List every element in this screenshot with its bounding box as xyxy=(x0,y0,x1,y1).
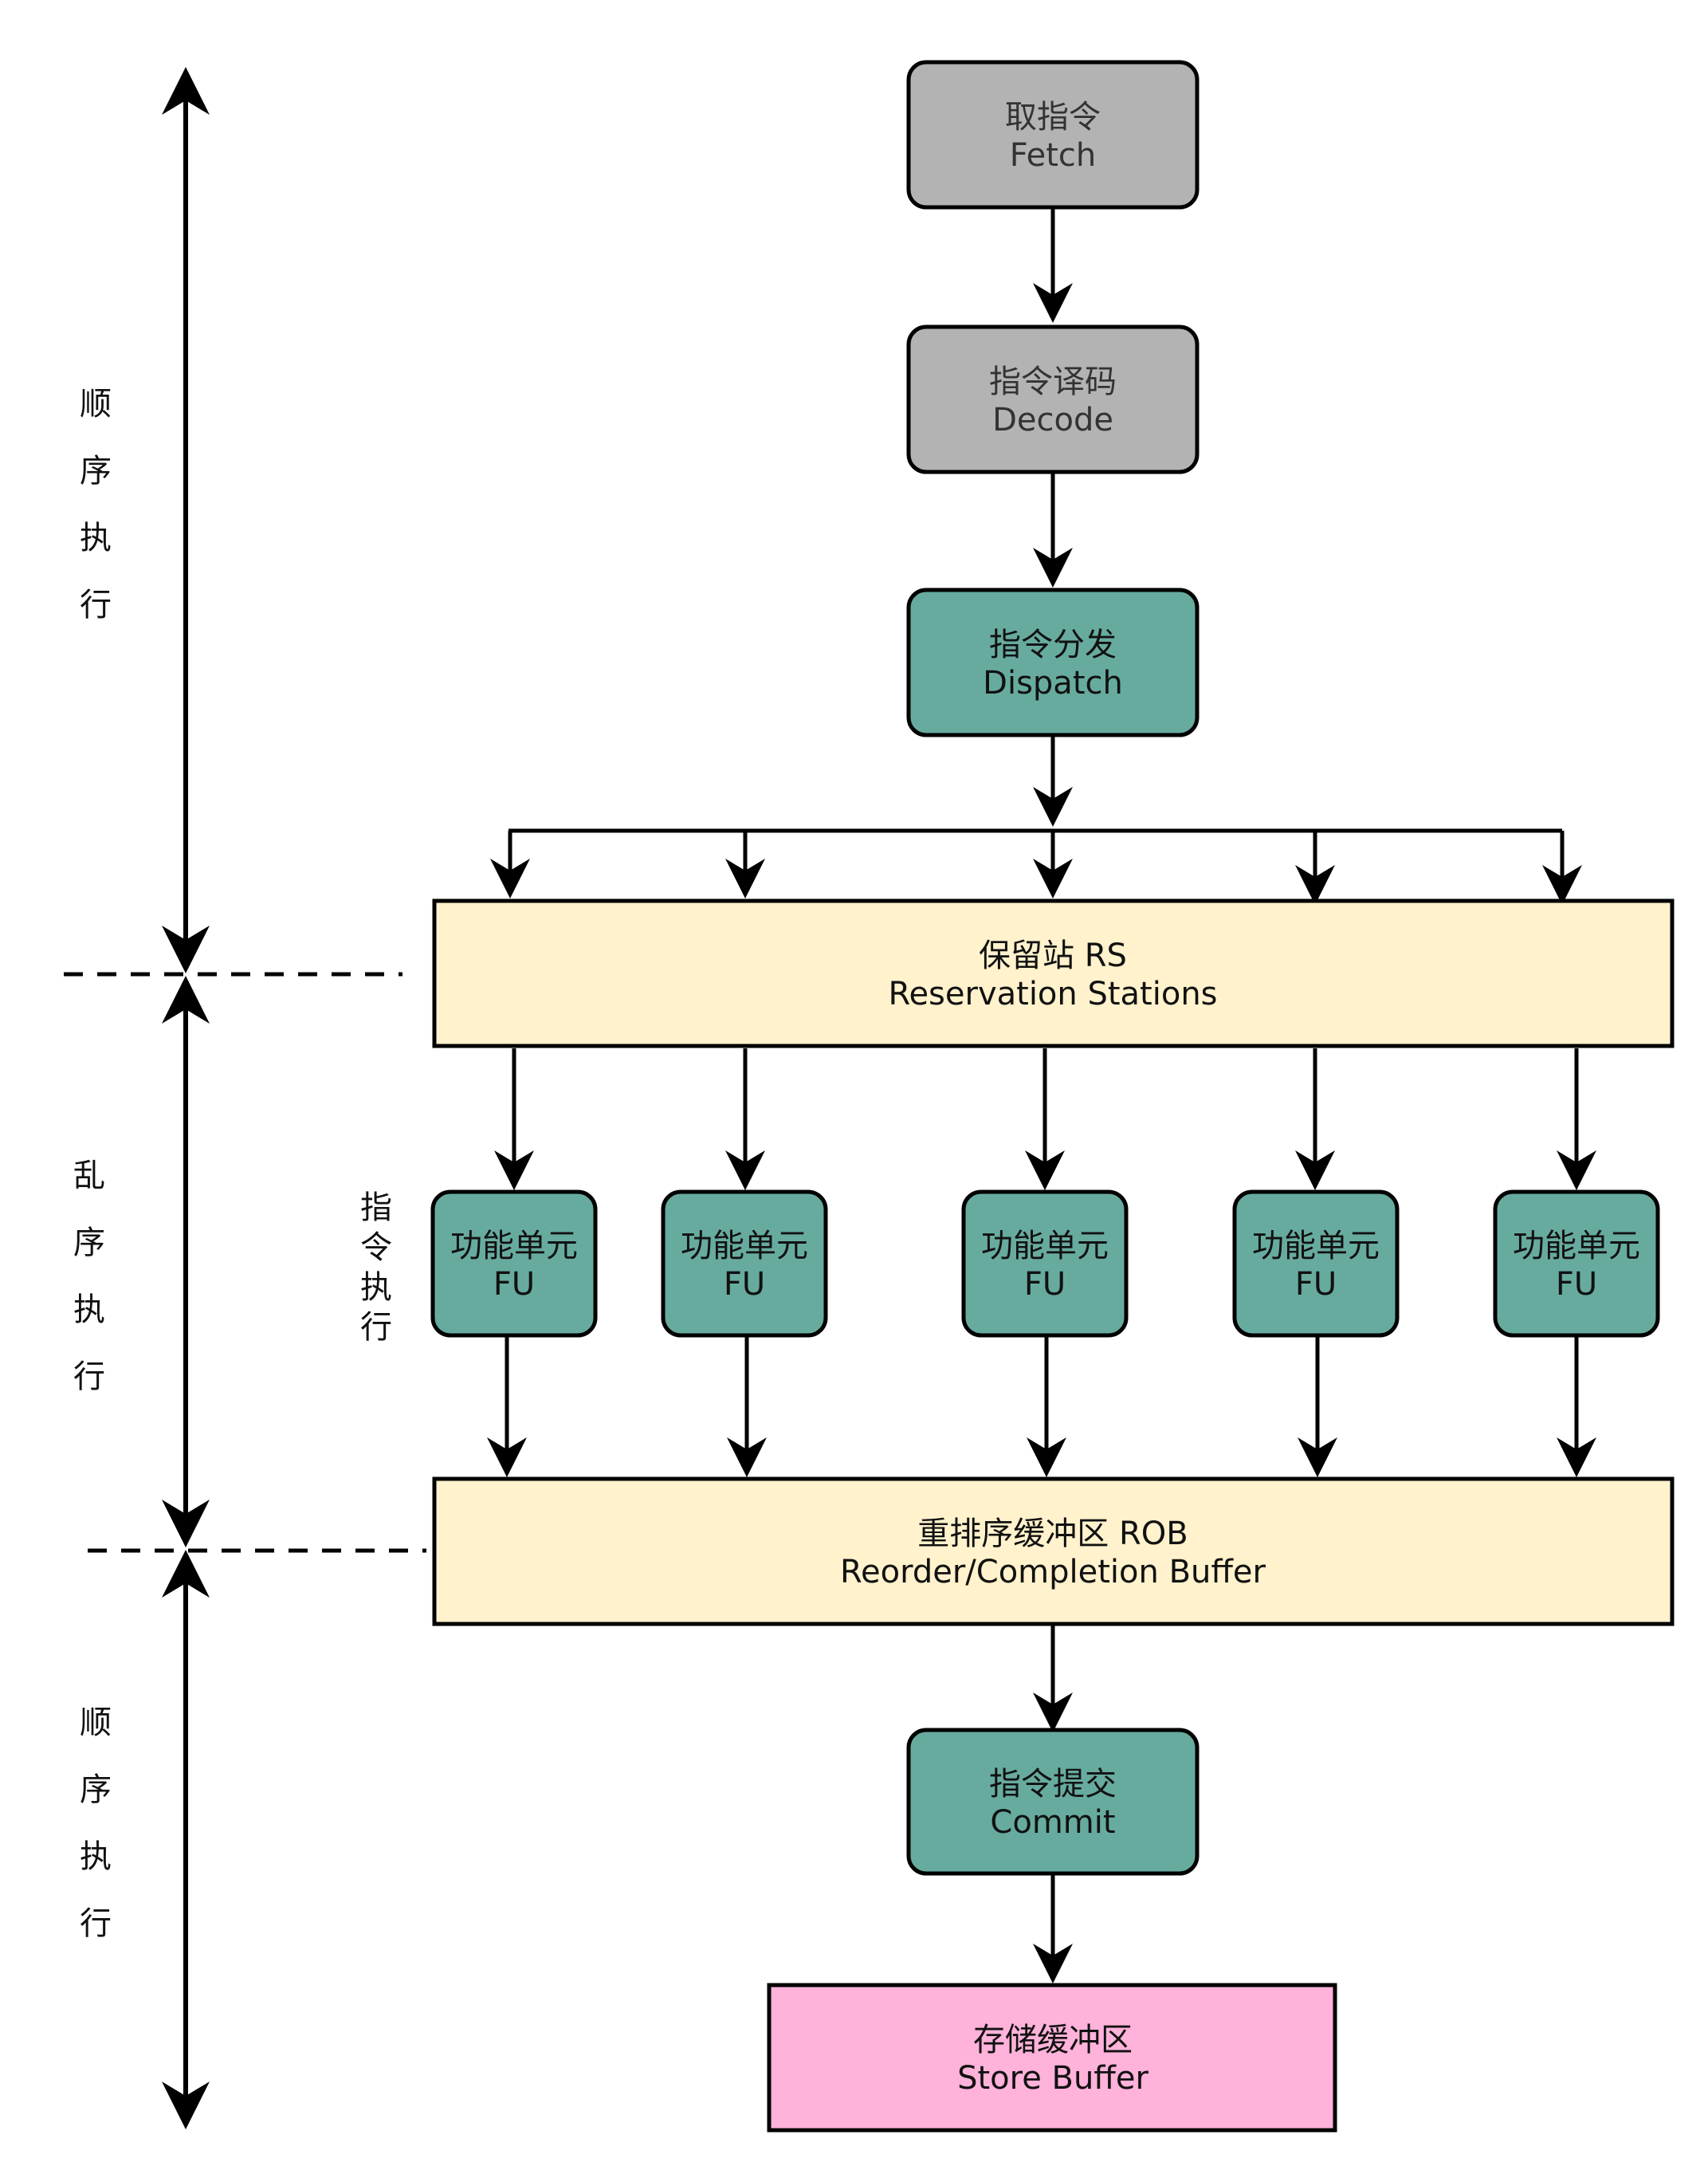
phase-label-bottom: 顺 序 执 行 xyxy=(80,1704,112,1942)
reorder-buffer: 重排序缓冲区 ROB Reorder/Completion Buffer xyxy=(432,1476,1675,1626)
rs-zh-label: 保留站 RS xyxy=(979,938,1127,974)
fu-exec-char: 执 xyxy=(360,1269,392,1306)
phase-bottom-char: 执 xyxy=(80,1838,112,1875)
phase-bottom-char: 行 xyxy=(80,1905,112,1942)
phase-label-middle: 乱 序 执 行 xyxy=(73,1158,105,1395)
fetch-box xyxy=(906,60,1200,210)
fu-box xyxy=(430,1189,598,1338)
commit-en-label: Commit xyxy=(990,1804,1115,1841)
phase-middle-char: 执 xyxy=(73,1292,105,1328)
commit-zh-label: 指令提交 xyxy=(989,1766,1117,1803)
rs-en-label: Reservation Stations xyxy=(888,976,1217,1012)
fu-box xyxy=(961,1189,1129,1338)
fu-exec-char: 行 xyxy=(360,1309,392,1346)
dispatch-zh-label: 指令分发 xyxy=(989,627,1117,663)
fetch-stage: 取指令 Fetch xyxy=(906,60,1200,210)
rob-box xyxy=(432,1476,1675,1626)
fu-box xyxy=(1232,1189,1400,1338)
phase-dividers xyxy=(64,972,426,1553)
decode-en-label: Decode xyxy=(992,402,1113,438)
fu-zh-label: 功能单元 xyxy=(681,1228,808,1264)
fu-zh-label: 功能单元 xyxy=(981,1228,1109,1264)
store-buffer-en-label: Store Buffer xyxy=(957,2060,1148,2097)
dispatch-en-label: Dispatch xyxy=(983,665,1123,702)
fu-5: 功能单元 FU xyxy=(1493,1189,1660,1338)
fu-zh-label: 功能单元 xyxy=(1513,1228,1640,1264)
phase-label-top: 顺 序 执 行 xyxy=(80,386,112,623)
fu-4: 功能单元 FU xyxy=(1232,1189,1400,1338)
fu-en-label: FU xyxy=(1024,1266,1066,1303)
dispatch-stage: 指令分发 Dispatch xyxy=(906,588,1200,737)
rob-zh-label: 重排序缓冲区 ROB xyxy=(917,1516,1188,1552)
phase-middle-char: 行 xyxy=(73,1358,105,1395)
store-buffer-box xyxy=(767,1983,1337,2133)
phase-bottom-char: 顺 xyxy=(80,1704,112,1741)
store-buffer-zh-label: 存储缓冲区 xyxy=(973,2022,1133,2058)
rs-box xyxy=(432,898,1675,1048)
phase-top-char: 序 xyxy=(80,453,112,489)
phase-top-char: 行 xyxy=(80,587,112,623)
fu-en-label: FU xyxy=(1556,1266,1597,1303)
decode-zh-label: 指令译码 xyxy=(989,364,1117,400)
fu-exec-char: 令 xyxy=(360,1229,392,1266)
fu-box xyxy=(1493,1189,1660,1338)
store-buffer: 存储缓冲区 Store Buffer xyxy=(767,1983,1337,2133)
fu-1: 功能单元 FU xyxy=(430,1189,598,1338)
phase-top-char: 顺 xyxy=(80,386,112,423)
fetch-en-label: Fetch xyxy=(1010,137,1096,174)
fu-zh-label: 功能单元 xyxy=(1252,1228,1380,1264)
rob-en-label: Reorder/Completion Buffer xyxy=(840,1554,1266,1590)
decode-box xyxy=(906,324,1200,474)
reservation-stations: 保留站 RS Reservation Stations xyxy=(432,898,1675,1048)
decode-stage: 指令译码 Decode xyxy=(906,324,1200,474)
fu-zh-label: 功能单元 xyxy=(450,1228,578,1264)
commit-stage: 指令提交 Commit xyxy=(906,1728,1200,1876)
fu-en-label: FU xyxy=(493,1266,535,1303)
connectors xyxy=(487,207,1596,1983)
phase-top-char: 执 xyxy=(80,520,112,556)
fu-en-label: FU xyxy=(724,1266,765,1303)
dispatch-box xyxy=(906,588,1200,737)
fu-en-label: FU xyxy=(1295,1266,1337,1303)
commit-box xyxy=(906,1728,1200,1876)
fu-2: 功能单元 FU xyxy=(661,1189,828,1338)
phase-middle-char: 序 xyxy=(73,1225,105,1261)
fu-3: 功能单元 FU xyxy=(961,1189,1129,1338)
fu-exec-char: 指 xyxy=(360,1189,392,1226)
fu-box xyxy=(661,1189,828,1338)
fetch-zh-label: 取指令 xyxy=(1005,99,1101,136)
phase-middle-char: 乱 xyxy=(73,1158,105,1194)
fu-exec-label: 指 令 执 行 xyxy=(360,1189,392,1346)
phase-bottom-char: 序 xyxy=(80,1771,112,1808)
